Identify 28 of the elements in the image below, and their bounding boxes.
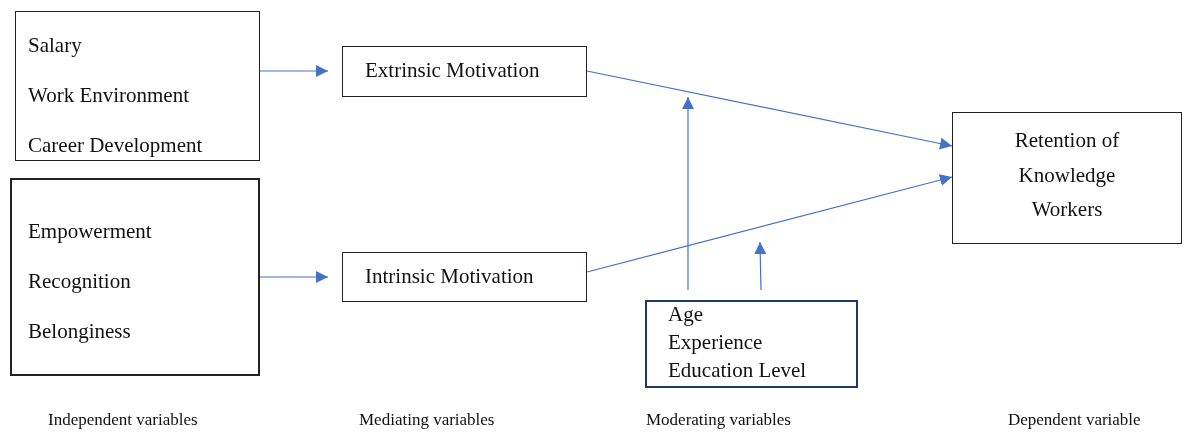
text-box	[952, 112, 1182, 244]
column-label: Dependent variable	[1008, 410, 1141, 430]
arrow	[682, 96, 694, 291]
node-text: Intrinsic Motivation	[365, 265, 534, 289]
node-text: Salary	[28, 34, 82, 58]
node-text: Extrinsic Motivation	[365, 59, 540, 83]
node-text: Education Level	[668, 359, 807, 383]
column-label: Mediating variables	[359, 410, 495, 430]
text-box	[15, 11, 260, 161]
node-text: Retention of Knowledge Workers	[1013, 127, 1121, 224]
arrow	[754, 241, 767, 291]
text-box	[342, 46, 587, 97]
node-text: Career Development	[28, 134, 203, 158]
node-text: Experience	[668, 331, 763, 355]
text-box	[342, 252, 587, 302]
text-box	[645, 300, 858, 388]
node-text: Age	[668, 303, 703, 327]
arrow	[259, 271, 329, 283]
node-text: Empowerment	[28, 220, 152, 244]
arrow	[259, 65, 329, 77]
arrow	[586, 174, 953, 273]
column-label: Moderating variables	[646, 410, 791, 430]
node-text: Belonginess	[28, 320, 131, 344]
arrow	[586, 70, 953, 150]
node-text: Work Environment	[28, 84, 190, 108]
text-box	[10, 178, 260, 376]
node-text: Recognition	[28, 270, 131, 294]
column-label: Independent variables	[48, 410, 198, 430]
